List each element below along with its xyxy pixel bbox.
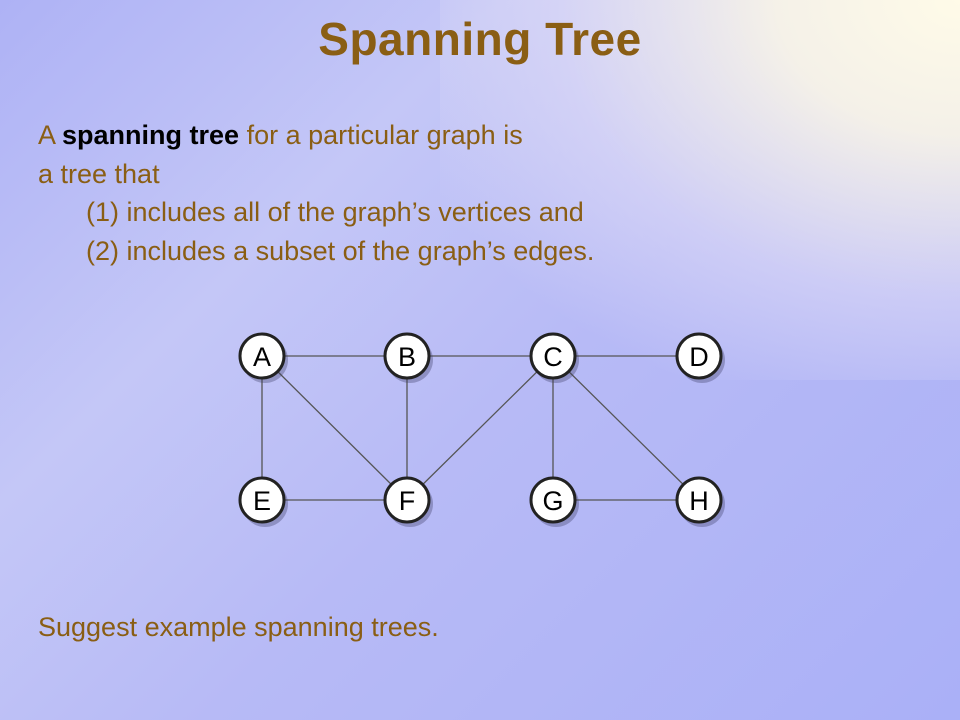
node-circle: [383, 476, 431, 524]
node-circle: [238, 476, 286, 524]
node-h: H: [675, 476, 725, 527]
node-circle: [675, 332, 723, 380]
question-text: Suggest example spanning trees.: [38, 612, 439, 642]
graph-nodes: A B C D E F G H: [238, 332, 725, 527]
definition-term: spanning tree: [62, 120, 240, 150]
definition-point-1: (1) includes all of the graph’s vertices…: [86, 197, 584, 227]
node-c: C: [529, 332, 579, 383]
definition-line-1-rest: for a particular graph is: [239, 120, 523, 150]
node-e: E: [238, 476, 288, 527]
definition-line-2: a tree that: [38, 158, 160, 189]
node-circle: [529, 332, 577, 380]
node-circle: [238, 332, 286, 380]
node-b: B: [383, 332, 433, 383]
node-circle: [383, 332, 431, 380]
node-label: D: [689, 342, 709, 372]
node-label: B: [398, 342, 416, 372]
node-circle: [529, 476, 577, 524]
node-label: G: [542, 486, 563, 516]
edge-a-f: [261, 355, 408, 501]
node-f: F: [383, 476, 433, 527]
node-d: D: [675, 332, 725, 383]
slide-title: Spanning Tree: [318, 13, 642, 65]
node-circle: [675, 476, 723, 524]
graph-edges: [261, 355, 700, 501]
node-a: A: [238, 332, 288, 383]
definition-prefix: A: [38, 120, 63, 150]
node-label: A: [253, 342, 271, 372]
node-label: C: [543, 342, 563, 372]
node-label: E: [253, 486, 271, 516]
edge-c-h: [552, 355, 700, 501]
definition-line-1: A spanning tree for a particular graph i…: [38, 116, 594, 155]
node-label: F: [399, 486, 416, 516]
node-label: H: [689, 486, 709, 516]
node-g: G: [529, 476, 579, 527]
definition-point-2: (2) includes a subset of the graph’s edg…: [86, 235, 595, 266]
edge-c-f: [406, 355, 554, 501]
definition-text: A spanning tree for a particular graph i…: [38, 116, 594, 270]
